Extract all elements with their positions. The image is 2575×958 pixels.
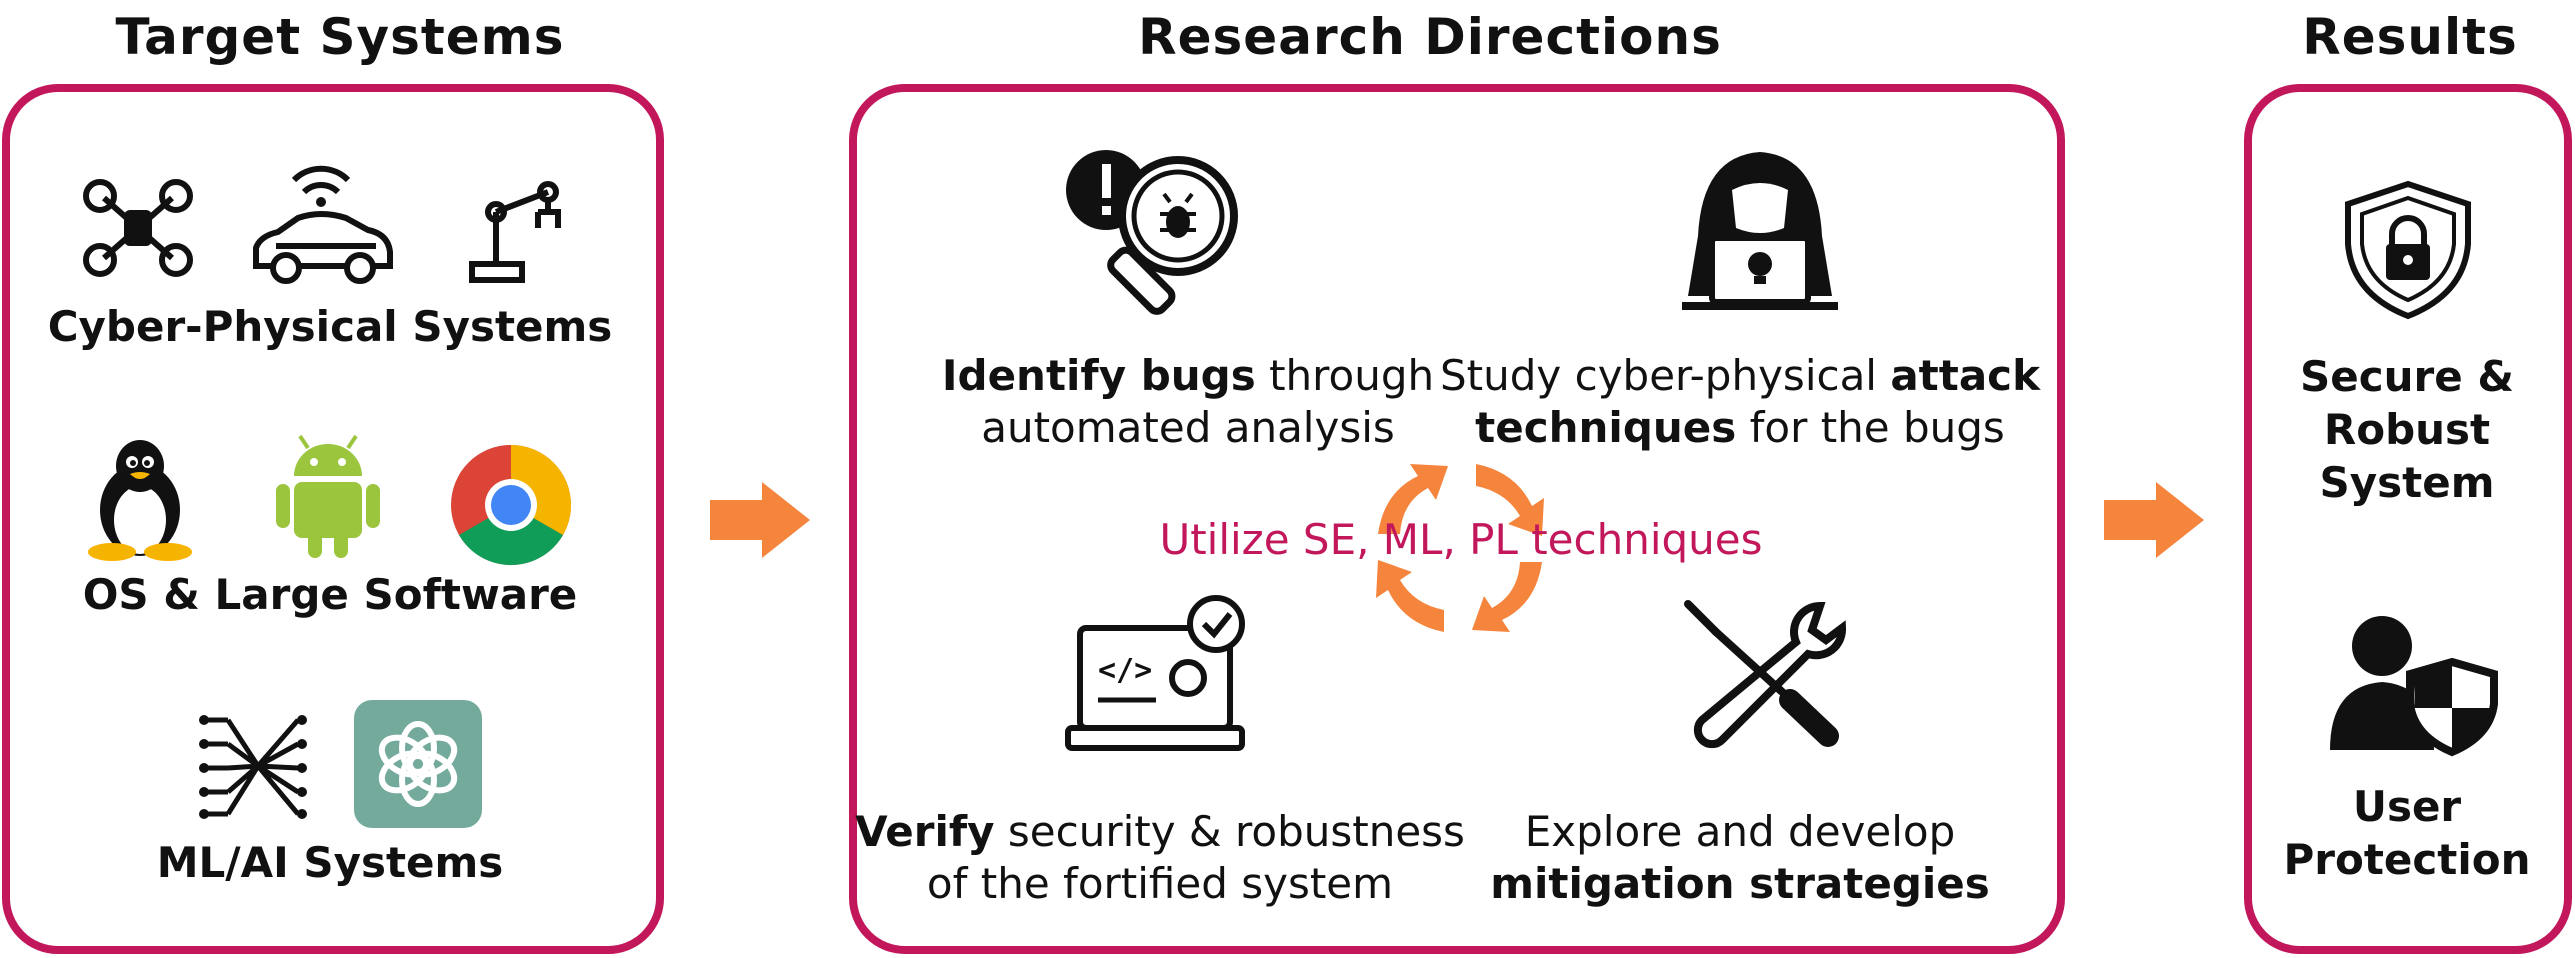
study-text: Study cyber-physical attack techniques fo… [1440, 350, 2040, 454]
verify-line2: of the fortified system [926, 859, 1394, 908]
user-protection-result: User Protection [2252, 780, 2562, 886]
identify-rest: through [1255, 351, 1435, 400]
robot-arm-icon [469, 181, 561, 283]
verify-rest: security & robustness [994, 807, 1465, 856]
android-icon [276, 434, 380, 558]
cps-label: Cyber-Physical Systems [47, 302, 613, 351]
hacker-icon [1682, 152, 1838, 310]
openai-logo-icon [354, 700, 482, 828]
study-line2a: techniques [1475, 403, 1737, 452]
laptop-code-icon: </> [1065, 595, 1245, 751]
connected-car-icon [253, 165, 393, 284]
linux-penguin-icon [88, 440, 192, 561]
os-label: OS & Large Software [82, 570, 578, 619]
secure-result: Secure & Robust System [2252, 350, 2562, 509]
bug-search-icon [1066, 150, 1238, 315]
secure-line2: Robust [2323, 405, 2491, 454]
study-line2b: for the bugs [1736, 403, 2005, 452]
arrow-right-icon [710, 482, 810, 558]
explore-line1: Explore and develop [1524, 807, 1956, 856]
research-frame [849, 84, 2065, 954]
identify-bold: Identify bugs [941, 351, 1256, 400]
neural-network-chip-icon [199, 715, 307, 819]
cycle-arrows-icon [1376, 464, 1544, 632]
explore-line2: mitigation strategies [1490, 859, 1990, 908]
ml-label: ML/AI Systems [156, 838, 504, 887]
study-line1b: attack [1890, 351, 2041, 400]
svg-text:</>: </> [1098, 653, 1152, 688]
results-title: Results [2302, 8, 2518, 66]
chrome-icon [451, 445, 572, 566]
research-title: Research Directions [1138, 8, 1722, 66]
secure-line1: Secure & [2300, 352, 2514, 401]
secure-line3: System [2319, 458, 2495, 507]
arrow-right-icon [2104, 482, 2204, 558]
targets-title: Target Systems [115, 8, 565, 66]
user-shield-icon [2330, 616, 2498, 757]
user-line1: User [2352, 782, 2462, 831]
shield-lock-icon [2345, 180, 2471, 320]
user-line2: Protection [2283, 835, 2531, 884]
drone-icon [83, 179, 193, 277]
tools-icon [1684, 600, 1847, 749]
techniques-text: Utilize SE, ML, PL techniques [1159, 515, 1763, 564]
identify-line2: automated analysis [981, 403, 1395, 452]
study-line1a: Study cyber-physical [1440, 351, 1891, 400]
verify-bold: Verify [855, 807, 995, 856]
